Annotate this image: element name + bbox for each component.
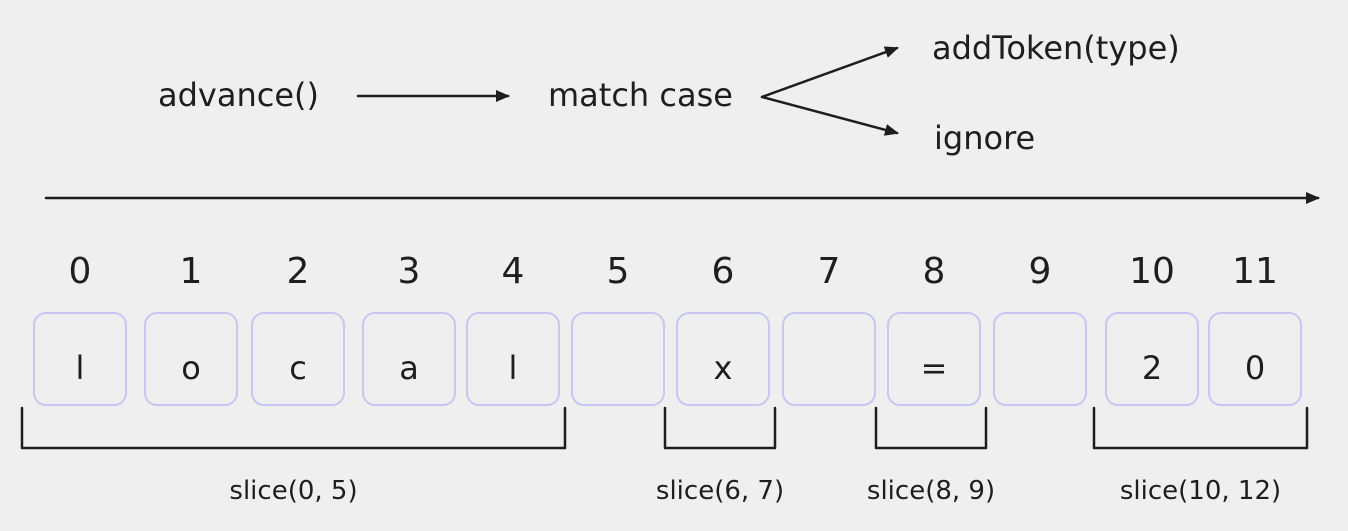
char-cell-box-4 xyxy=(466,312,560,406)
index-label-10: 10 xyxy=(1129,251,1175,292)
addtoken-label: addToken(type) xyxy=(932,29,1180,67)
char-cell-value-8: = xyxy=(921,349,948,387)
char-cell-3: a xyxy=(362,312,456,406)
char-cell-value-10: 2 xyxy=(1142,349,1162,387)
char-cell-11: 0 xyxy=(1208,312,1302,406)
char-cell-value-6: x xyxy=(714,349,733,387)
slice-bracket-1: slice(6, 7) xyxy=(656,406,784,506)
char-cell-5 xyxy=(571,312,665,406)
slice-bracket-2: slice(8, 9) xyxy=(867,406,995,506)
char-cell-box-3 xyxy=(362,312,456,406)
char-cell-box-2 xyxy=(251,312,345,406)
index-label-0: 0 xyxy=(69,251,92,292)
ignore-label: ignore xyxy=(934,119,1035,157)
char-cell-6: x xyxy=(676,312,770,406)
char-cell-4: l xyxy=(466,312,560,406)
char-cell-7 xyxy=(782,312,876,406)
char-cell-value-0: l xyxy=(76,349,85,387)
char-cell-2: c xyxy=(251,312,345,406)
match-to-ignore-arrow xyxy=(760,95,899,136)
char-cell-value-4: l xyxy=(509,349,518,387)
char-cell-box-1 xyxy=(144,312,238,406)
char-cell-10: 2 xyxy=(1105,312,1199,406)
index-label-11: 11 xyxy=(1232,251,1278,292)
char-cell-value-2: c xyxy=(289,349,307,387)
slice-label-0: slice(0, 5) xyxy=(229,476,357,506)
char-cell-box-9 xyxy=(993,312,1087,406)
match-to-addtoken-arrow xyxy=(760,46,899,99)
slice-bracket-line-0 xyxy=(20,406,567,450)
char-cell-box-8 xyxy=(887,312,981,406)
char-cell-value-3: a xyxy=(399,349,419,387)
index-row: 0 1 2 3 4 5 6 7 8 9 10 11 xyxy=(69,251,1278,292)
index-label-2: 2 xyxy=(287,251,310,292)
slice-bracket-3: slice(10, 12) xyxy=(1092,406,1309,506)
char-cell-box-11 xyxy=(1208,312,1302,406)
index-label-6: 6 xyxy=(712,251,735,292)
index-label-8: 8 xyxy=(923,251,946,292)
char-cell-9 xyxy=(993,312,1087,406)
match-case-label: match case xyxy=(548,76,733,114)
slice-bracket-line-2 xyxy=(874,406,988,450)
slice-label-2: slice(8, 9) xyxy=(867,476,995,506)
slice-brackets: slice(0, 5) slice(6, 7) slice(8, 9) slice(1… xyxy=(20,406,1309,506)
slice-label-1: slice(6, 7) xyxy=(656,476,784,506)
slice-label-3: slice(10, 12) xyxy=(1120,476,1281,506)
char-cell-box-7 xyxy=(782,312,876,406)
character-cells: l o c a l x = 2 0 xyxy=(33,312,1302,406)
char-cell-1: o xyxy=(144,312,238,406)
char-cell-box-0 xyxy=(33,312,127,406)
char-cell-box-6 xyxy=(676,312,770,406)
index-label-9: 9 xyxy=(1029,251,1052,292)
index-label-1: 1 xyxy=(180,251,203,292)
char-cell-8: = xyxy=(887,312,981,406)
index-label-4: 4 xyxy=(502,251,525,292)
char-cell-value-1: o xyxy=(181,349,201,387)
index-label-3: 3 xyxy=(398,251,421,292)
char-cell-box-5 xyxy=(571,312,665,406)
index-label-5: 5 xyxy=(607,251,630,292)
char-cell-box-10 xyxy=(1105,312,1199,406)
advance-label: advance() xyxy=(158,76,319,114)
char-cell-value-11: 0 xyxy=(1245,349,1265,387)
slice-bracket-0: slice(0, 5) xyxy=(20,406,567,506)
char-cell-0: l xyxy=(33,312,127,406)
slice-bracket-line-3 xyxy=(1092,406,1309,450)
index-label-7: 7 xyxy=(818,251,841,292)
slice-bracket-line-1 xyxy=(663,406,777,450)
